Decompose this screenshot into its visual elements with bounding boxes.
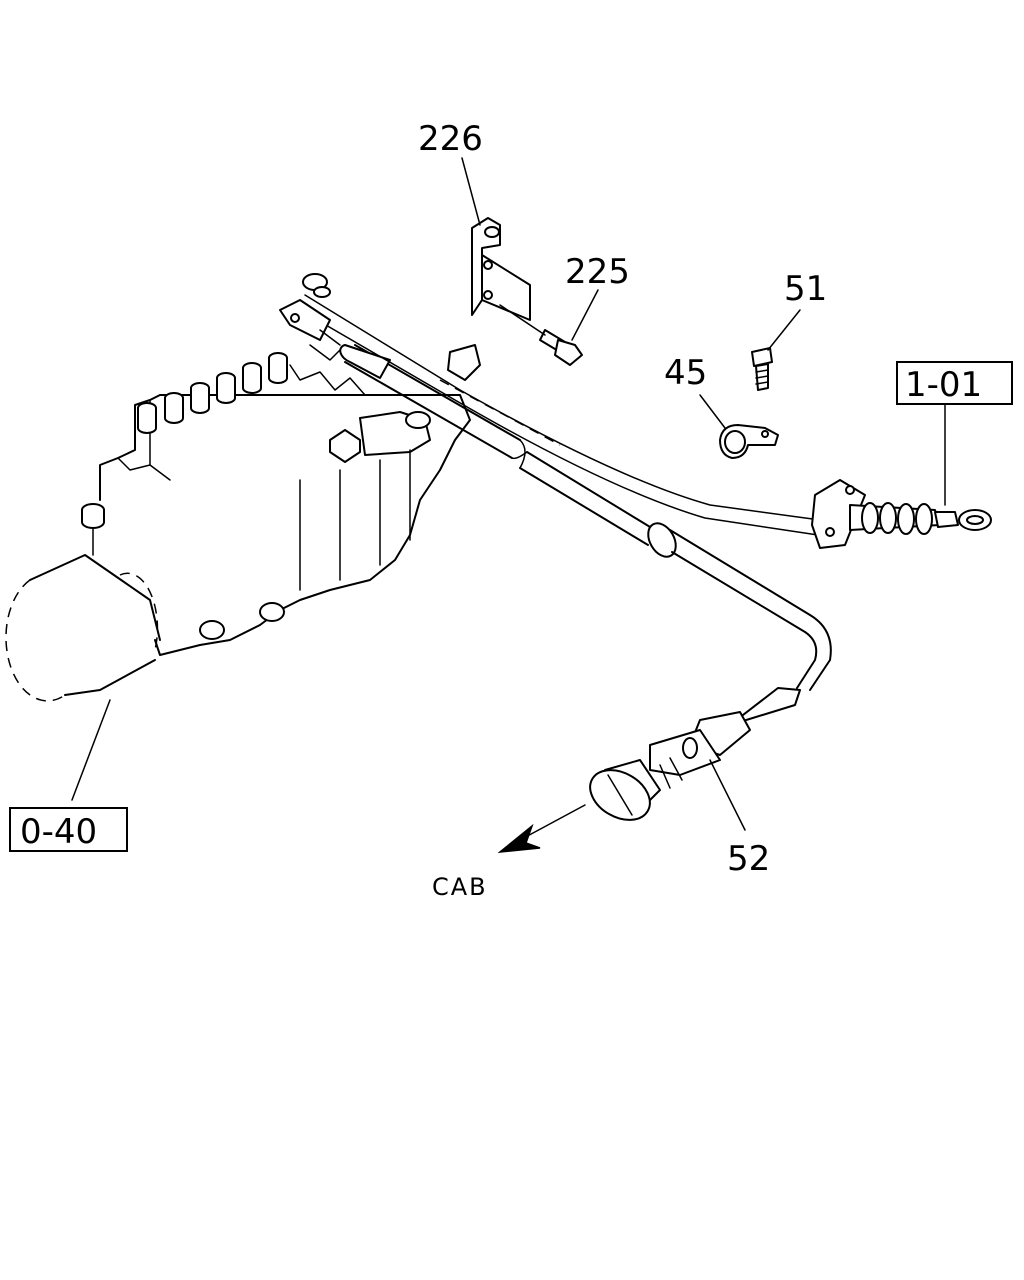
bolt-51 — [751, 347, 773, 391]
ref-box-1-01: 1-01 — [896, 361, 1013, 405]
ref-box-0-40: 0-40 — [9, 807, 128, 852]
callout-45: 45 — [664, 353, 707, 393]
ref-label-1-01: 1-01 — [905, 365, 982, 405]
delivery-valves — [137, 352, 288, 434]
accelerator-cable — [299, 273, 992, 549]
callout-226: 226 — [418, 119, 483, 159]
clip-45 — [719, 424, 779, 459]
cable-connector — [279, 299, 341, 346]
callout-225: 225 — [565, 252, 630, 292]
cab-direction-arrow — [497, 804, 586, 853]
drum-component — [5, 554, 161, 702]
bracket-226 — [471, 217, 531, 321]
fixing-plate — [447, 344, 481, 381]
leader-lines — [71, 157, 946, 831]
cab-label: CAB — [432, 873, 488, 901]
stop-cable — [339, 344, 832, 821]
injection-pump — [81, 344, 471, 656]
ref-label-0-40: 0-40 — [20, 812, 97, 852]
callout-51: 51 — [784, 269, 827, 309]
callout-52: 52 — [727, 839, 770, 879]
bolt-225 — [499, 304, 583, 366]
